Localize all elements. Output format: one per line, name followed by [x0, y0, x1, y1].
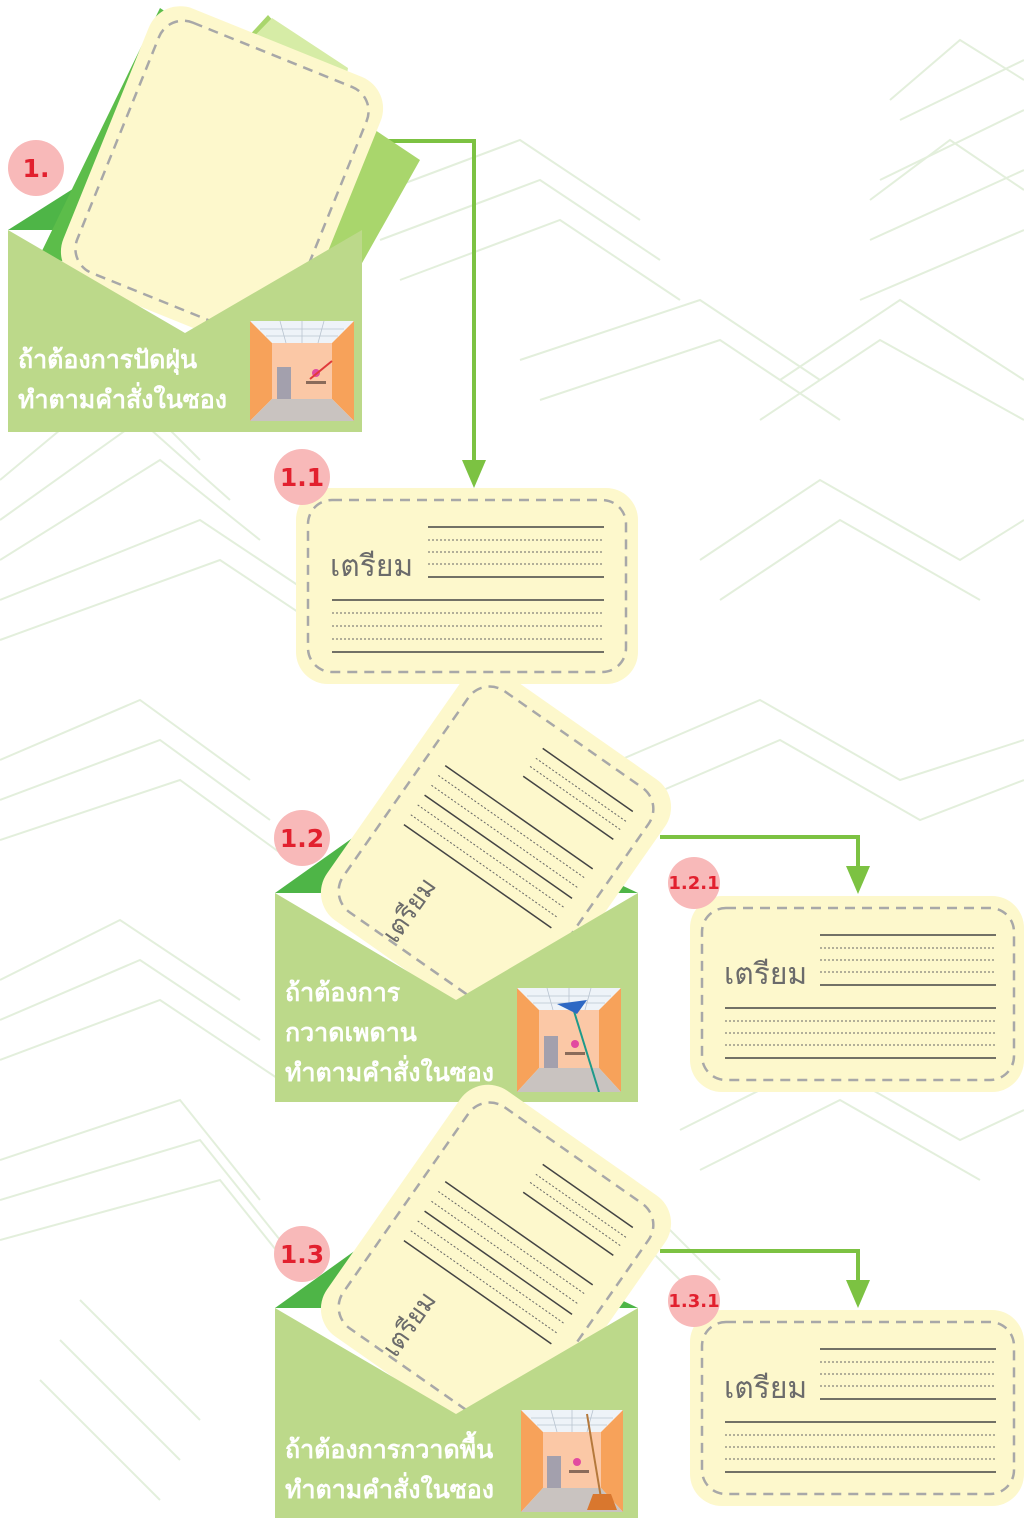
arrowhead-1-3-1 — [846, 1280, 870, 1308]
envelope-1-2-line-3: ทำตามคำสั่งในซอง — [285, 1058, 494, 1087]
envelope-1-line-1: ถ้าต้องการปัดฝุ่น — [18, 345, 198, 374]
step-badge-1-1: 1.1 — [274, 449, 330, 505]
step-badge-1-3: 1.3 — [274, 1226, 330, 1282]
arrow-1-to-1-1 — [360, 139, 476, 462]
arrow-1-3-to-1-3-1 — [660, 1249, 860, 1282]
card-1-3-1-label: เตรียม — [724, 1371, 808, 1406]
step-badge-1-3-1: 1.3.1 — [668, 1275, 720, 1327]
card-1-2-1-label: เตรียม — [724, 957, 808, 992]
step-badge-1: 1. — [8, 140, 64, 196]
arrowhead-1-1 — [462, 460, 486, 488]
arrow-1-2-to-1-2-1 — [660, 835, 860, 868]
card-1-2-1 — [690, 896, 1024, 1092]
room-ceiling-sweep-icon — [517, 988, 621, 1092]
envelope-1-text: ถ้าต้องการปัดฝุ่น ทำตามคำสั่งในซอง — [18, 340, 227, 420]
envelope-1-2-line-2: กวาดเพดาน — [285, 1018, 417, 1047]
card-1-1 — [296, 488, 638, 684]
arrowhead-1-2-1 — [846, 866, 870, 894]
card-1-1-label: เตรียม — [330, 549, 414, 584]
envelope-1-3-line-1: ถ้าต้องการกวาดพื้น — [285, 1435, 494, 1464]
envelope-1-line-2: ทำตามคำสั่งในซอง — [18, 385, 227, 414]
step-badge-1-2-1: 1.2.1 — [668, 857, 720, 909]
step-badge-1-2: 1.2 — [274, 810, 330, 866]
room-dusting-icon — [250, 321, 354, 421]
envelope-1-2-line-1: ถ้าต้องการ — [285, 978, 401, 1007]
envelope-1-3-line-2: ทำตามคำสั่งในซอง — [285, 1475, 494, 1504]
card-1-3-1 — [690, 1310, 1024, 1506]
connector-arrows — [360, 139, 860, 1282]
envelope-1-2-text: ถ้าต้องการ กวาดเพดาน ทำตามคำสั่งในซอง — [285, 973, 494, 1093]
room-floor-sweep-icon — [521, 1410, 623, 1512]
envelope-1-3-text: ถ้าต้องการกวาดพื้น ทำตามคำสั่งในซอง — [285, 1430, 494, 1510]
